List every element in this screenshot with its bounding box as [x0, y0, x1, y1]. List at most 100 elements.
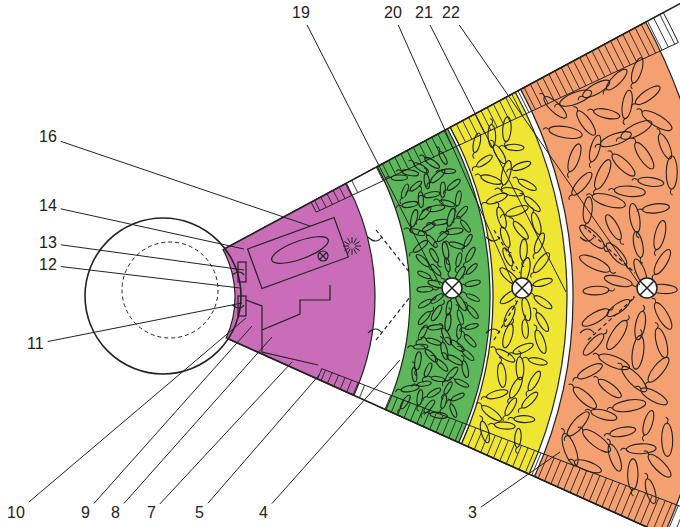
fan-symbol: [344, 248, 349, 251]
leader-line: [124, 337, 272, 503]
feeder-symbol: [637, 278, 657, 298]
hatch-stroke: [586, 54, 599, 80]
hatch-stroke: [487, 107, 497, 127]
animal-figure: [453, 190, 462, 212]
callout-number: 16: [38, 128, 58, 146]
callout-number: 13: [38, 234, 58, 252]
animal-figure: [512, 174, 538, 192]
animal-figure: [446, 398, 458, 418]
animal-figure: [648, 295, 675, 331]
animal-figure: [441, 178, 461, 196]
hatch-stroke: [469, 117, 479, 136]
hatch-stroke: [557, 463, 567, 487]
callout-number: 10: [6, 504, 26, 522]
leader-line: [61, 141, 310, 226]
animal-figure: [531, 306, 551, 333]
valve-symbol: [318, 251, 328, 261]
animal-figure: [603, 437, 624, 473]
hatch-stroke: [573, 61, 585, 86]
leader-line: [272, 360, 400, 504]
hatch-stroke: [610, 41, 624, 68]
fan-symbol: [354, 238, 357, 243]
animal-figure: [507, 215, 530, 241]
animal-figure: [593, 128, 633, 151]
animal-figure: [608, 184, 646, 197]
animal-figure: [522, 355, 548, 367]
hatch-stroke: [385, 395, 391, 409]
animal-figure: [634, 104, 674, 134]
fan-symbol: [352, 237, 353, 243]
animal-figure: [619, 90, 634, 126]
hatch-stroke: [334, 375, 339, 386]
animal-figure: [530, 232, 546, 260]
dashed-feed-line: [588, 230, 635, 340]
callout-number: 22: [441, 4, 461, 22]
animal-figure: [456, 214, 472, 233]
hatch-stroke: [500, 101, 510, 122]
animal-figure: [537, 89, 570, 121]
hatch-stroke: [555, 71, 567, 95]
animal-figure: [628, 135, 657, 172]
hatch-stroke: [672, 508, 680, 527]
hatch-stroke: [352, 180, 358, 192]
animal-figure: [474, 171, 502, 186]
fan-symbol: [354, 249, 357, 254]
animal-figure: [459, 354, 470, 378]
wedge-edge: [228, 339, 680, 527]
callout-number: 8: [110, 504, 121, 522]
animal-figure: [515, 390, 539, 414]
animal-figure: [385, 175, 407, 181]
leader-line: [481, 452, 560, 507]
hatch-stroke: [551, 460, 561, 484]
animal-figure: [445, 392, 465, 405]
leader-line: [61, 245, 244, 270]
animal-figure: [475, 399, 504, 423]
callout-number: 4: [258, 504, 269, 522]
animal-figure: [456, 344, 475, 362]
hatch-stroke: [513, 445, 522, 466]
animal-figure: [461, 246, 477, 268]
animal-figure: [633, 382, 669, 408]
callout-number: 14: [38, 197, 58, 215]
feeder-symbol: [512, 278, 532, 298]
animal-figure: [439, 227, 463, 236]
animal-figure: [470, 132, 482, 159]
hatch-stroke: [647, 21, 662, 50]
leader-line: [48, 303, 242, 342]
callout-number: 21: [414, 4, 434, 22]
animal-figure: [454, 304, 465, 325]
animal-figure: [566, 380, 599, 411]
hatch-stroke: [493, 104, 503, 124]
fan-symbol: [343, 246, 349, 247]
animal-figure: [411, 380, 432, 388]
animal-figure: [420, 335, 442, 347]
hatch-stroke: [347, 380, 352, 392]
animal-figure: [444, 257, 453, 278]
animal-figure: [398, 183, 410, 204]
animal-figure: [605, 147, 638, 179]
hatch-stroke: [455, 423, 463, 441]
animal-figure: [422, 324, 443, 331]
animal-figure: [429, 263, 446, 281]
leader-line: [29, 318, 246, 502]
leader-line: [61, 267, 240, 288]
animal-figure: [438, 336, 449, 360]
animal-figure: [651, 321, 670, 359]
hatch-stroke: [519, 448, 528, 470]
animal-figure: [552, 87, 593, 112]
animal-figure: [477, 414, 492, 443]
animal-figure: [424, 411, 448, 420]
animal-figure: [591, 373, 624, 401]
animal-figure: [518, 190, 542, 213]
gate-symbol: [580, 237, 594, 333]
animal-figure: [639, 409, 656, 442]
callout-number: 19: [291, 4, 311, 22]
hatch-stroke: [450, 127, 459, 145]
leader-line: [307, 25, 440, 285]
animal-figure: [418, 186, 424, 208]
animal-figure: [630, 329, 647, 370]
animal-figure: [631, 175, 664, 188]
hatch-stroke: [641, 24, 655, 53]
wedge-edge: [225, 3, 680, 249]
